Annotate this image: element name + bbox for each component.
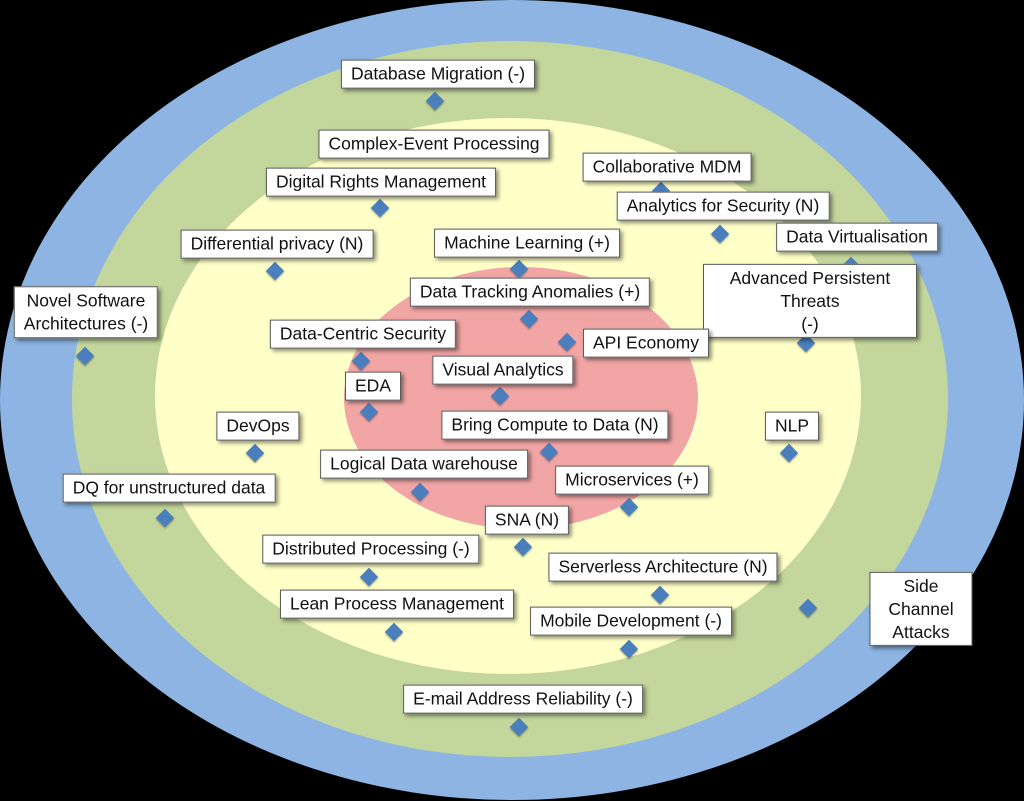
tech-label: NLP [764, 411, 820, 441]
marker-diamond [351, 351, 371, 371]
tech-label: Distributed Processing (-) [262, 534, 480, 564]
marker-diamond [509, 717, 529, 737]
tech-label: API Economy [582, 328, 710, 358]
marker-diamond [513, 537, 533, 557]
marker-diamond [710, 224, 730, 244]
marker-diamond [359, 567, 379, 587]
tech-label: Data-Centric Security [269, 319, 457, 349]
marker-diamond [370, 198, 390, 218]
marker-diamond [245, 443, 265, 463]
marker-diamond [519, 309, 539, 329]
tech-label: Lean Process Management [279, 589, 515, 619]
tech-label: Visual Analytics [432, 355, 574, 385]
tech-label: Database Migration (-) [340, 59, 536, 89]
tech-label: Novel Software Architectures (-) [13, 286, 159, 338]
tech-label: Data Tracking Anomalies (+) [409, 277, 651, 307]
marker-diamond [557, 332, 577, 352]
marker-diamond [359, 402, 379, 422]
tech-label: Machine Learning (+) [434, 228, 620, 258]
tech-label: Microservices (+) [555, 465, 709, 495]
marker-diamond [75, 346, 95, 366]
tech-label: E-mail Address Reliability (-) [403, 684, 643, 714]
marker-diamond [779, 443, 799, 463]
marker-diamond [265, 261, 285, 281]
marker-diamond [384, 622, 404, 642]
marker-diamond [410, 482, 430, 502]
tech-label: Mobile Development (-) [530, 606, 732, 636]
tech-label: Serverless Architecture (N) [548, 552, 778, 582]
tech-label: EDA [345, 371, 401, 401]
tech-label: Complex-Event Processing [318, 129, 550, 159]
tech-label: DQ for unstructured data [62, 473, 276, 503]
marker-diamond [425, 91, 445, 111]
marker-diamond [650, 585, 670, 605]
tech-label: Digital Rights Management [265, 167, 497, 197]
marker-diamond [619, 497, 639, 517]
tech-label: Advanced Persistent Threats (-) [703, 263, 917, 339]
tech-label: Logical Data warehouse [320, 449, 528, 479]
marker-diamond [490, 386, 510, 406]
marker-diamond [155, 508, 175, 528]
marker-diamond [798, 598, 818, 618]
tech-label: Side Channel Attacks [869, 571, 973, 647]
tech-label: SNA (N) [484, 505, 570, 535]
marker-diamond [539, 442, 559, 462]
tech-label: Collaborative MDM [582, 152, 752, 182]
marker-diamond [619, 639, 639, 659]
tech-label: Data Virtualisation [776, 222, 938, 252]
tech-label: Analytics for Security (N) [616, 191, 830, 221]
tech-label: Differential privacy (N) [180, 229, 374, 259]
tech-label: Bring Compute to Data (N) [441, 410, 669, 440]
marker-diamond [509, 259, 529, 279]
tech-label: DevOps [216, 411, 300, 441]
